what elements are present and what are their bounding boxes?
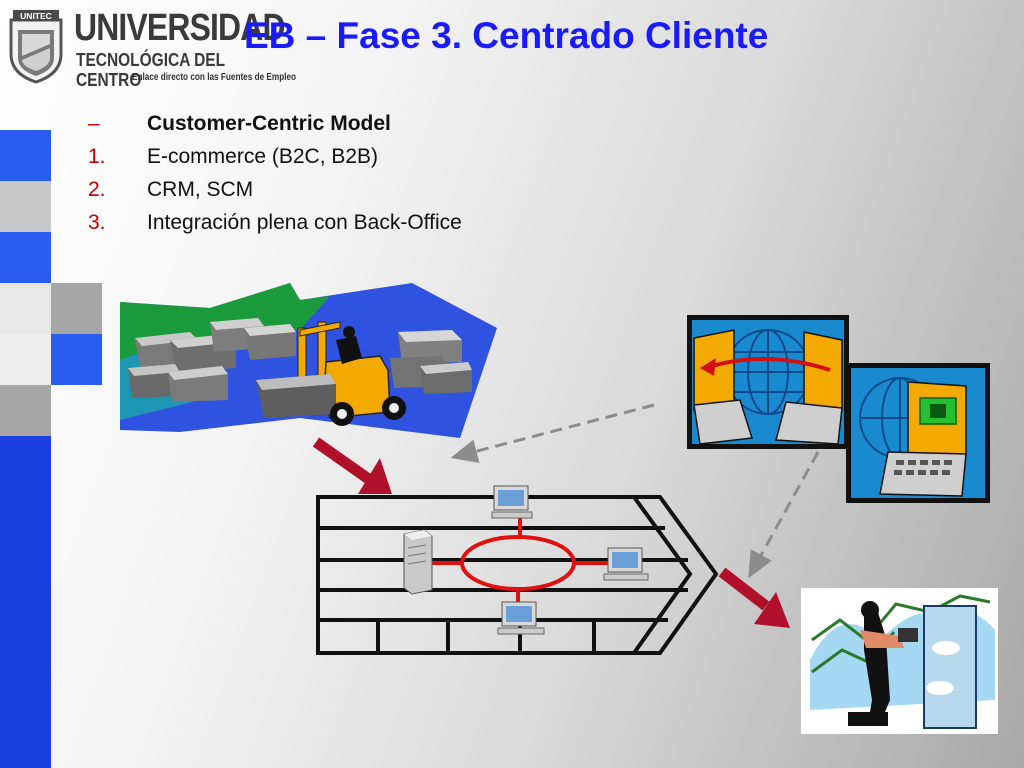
bullet-marker: 1. bbox=[88, 145, 106, 168]
slide-title: EB – Fase 3. Centrado Cliente bbox=[244, 15, 769, 56]
stripe-block bbox=[0, 436, 51, 768]
server-icon bbox=[403, 529, 433, 595]
bullet-text: CRM, SCM bbox=[147, 178, 254, 201]
forklift-icon bbox=[256, 321, 406, 426]
arrow-warehouse-to-chain bbox=[312, 437, 392, 494]
logo-name: UNIVERSIDAD bbox=[74, 7, 286, 49]
bullet-text: Integración plena con Back-Office bbox=[147, 211, 462, 234]
stripe-block bbox=[51, 283, 102, 334]
bullet-marker: – bbox=[88, 112, 100, 135]
university-logo: UNITEC UNIVERSIDAD TECNOLÓGICA DEL CENTR… bbox=[6, 6, 296, 90]
stripe-block bbox=[0, 232, 51, 283]
stripe-block bbox=[51, 334, 102, 385]
dashed-arrow-ecommerce-to-warehouse bbox=[450, 403, 655, 463]
bullet-text: E-commerce (B2C, B2B) bbox=[147, 145, 379, 168]
crate-stack bbox=[128, 318, 472, 402]
logo-tagline: Enlace directo con las Fuentes de Empleo bbox=[132, 72, 297, 83]
stripe-block bbox=[0, 334, 51, 385]
bullet-marker: 3. bbox=[88, 211, 106, 234]
bullet-text: Customer-Centric Model bbox=[147, 112, 391, 135]
arrow-chain-to-customer bbox=[718, 567, 790, 628]
logo-badge-text: UNITEC bbox=[20, 11, 52, 21]
shield-icon: UNITEC bbox=[9, 10, 63, 84]
dashed-arrow-ecommerce-to-customer bbox=[748, 451, 820, 579]
bullet-marker: 2. bbox=[88, 178, 106, 201]
ecommerce-computers-illustration bbox=[687, 315, 990, 503]
customer-door-illustration bbox=[801, 588, 998, 734]
stripe-block bbox=[0, 283, 51, 334]
network-ring bbox=[432, 516, 612, 606]
workstation-icon bbox=[603, 547, 649, 581]
logo-subtitle: TECNOLÓGICA DEL CENTRO bbox=[76, 50, 225, 90]
stripe-block bbox=[0, 181, 51, 232]
stripe-block bbox=[0, 130, 51, 181]
stripe-block bbox=[0, 385, 51, 436]
warehouse-forklift-illustration bbox=[120, 283, 497, 438]
workstation-icon bbox=[497, 601, 545, 635]
workstation-icon bbox=[491, 485, 533, 519]
left-stripe-decoration bbox=[0, 0, 104, 768]
